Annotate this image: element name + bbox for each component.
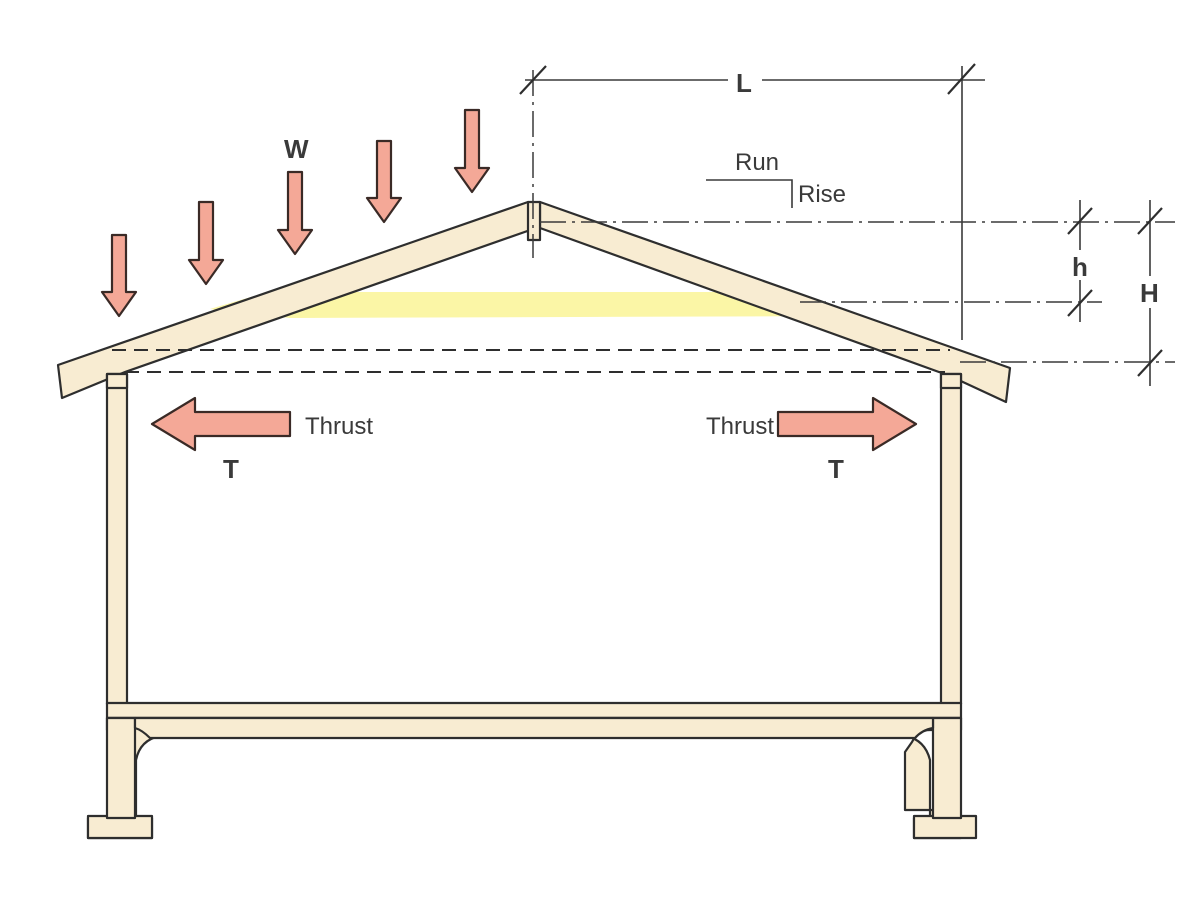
right-thrust-label: Thrust xyxy=(706,413,774,440)
down-arrow-icon xyxy=(453,108,491,194)
right-footing xyxy=(912,814,978,840)
run-label: Run xyxy=(735,149,779,176)
floor-underside xyxy=(133,716,935,740)
load-label: W xyxy=(284,134,309,164)
tie-height-label-bg xyxy=(1068,250,1092,280)
tie-height-tick-bottom xyxy=(1067,289,1093,317)
down-arrow-icon xyxy=(100,233,138,318)
left-thrust-arrow-icon xyxy=(150,396,292,452)
span-label-bg xyxy=(728,68,762,94)
slope-symbol xyxy=(706,179,793,208)
roof-height-tick-bottom xyxy=(1137,349,1163,377)
down-arrow-icon xyxy=(365,139,403,224)
left-footing xyxy=(86,814,154,840)
right-tension-label: T xyxy=(828,454,844,484)
left-thrust-label: Thrust xyxy=(305,413,373,440)
rise-label: Rise xyxy=(798,181,846,208)
roof-height-label-bg xyxy=(1138,276,1164,308)
right-wall xyxy=(939,372,963,706)
left-rafter xyxy=(56,200,538,400)
right-wall-plate xyxy=(939,372,963,390)
down-arrow-icon xyxy=(276,170,314,256)
span-tick-right xyxy=(947,63,976,95)
floor-slab xyxy=(105,701,963,720)
down-arrow-icon xyxy=(187,200,225,286)
roof-height-tick-top xyxy=(1137,207,1163,235)
ridge-board xyxy=(526,200,542,242)
left-pier xyxy=(105,716,137,820)
left-tension-label: T xyxy=(223,454,239,484)
tie-height-label: h xyxy=(1072,252,1088,282)
left-wall-plate xyxy=(105,372,129,390)
right-pier xyxy=(931,716,963,820)
right-thrust-arrow-icon xyxy=(776,396,918,452)
tie-height-tick-top xyxy=(1067,207,1093,235)
span-tick-left xyxy=(519,65,547,95)
left-wall xyxy=(105,372,129,706)
span-label: L xyxy=(736,68,752,98)
load-arrows xyxy=(100,108,491,318)
roof-height-label: H xyxy=(1140,278,1159,308)
ceiling-tie xyxy=(210,292,858,318)
